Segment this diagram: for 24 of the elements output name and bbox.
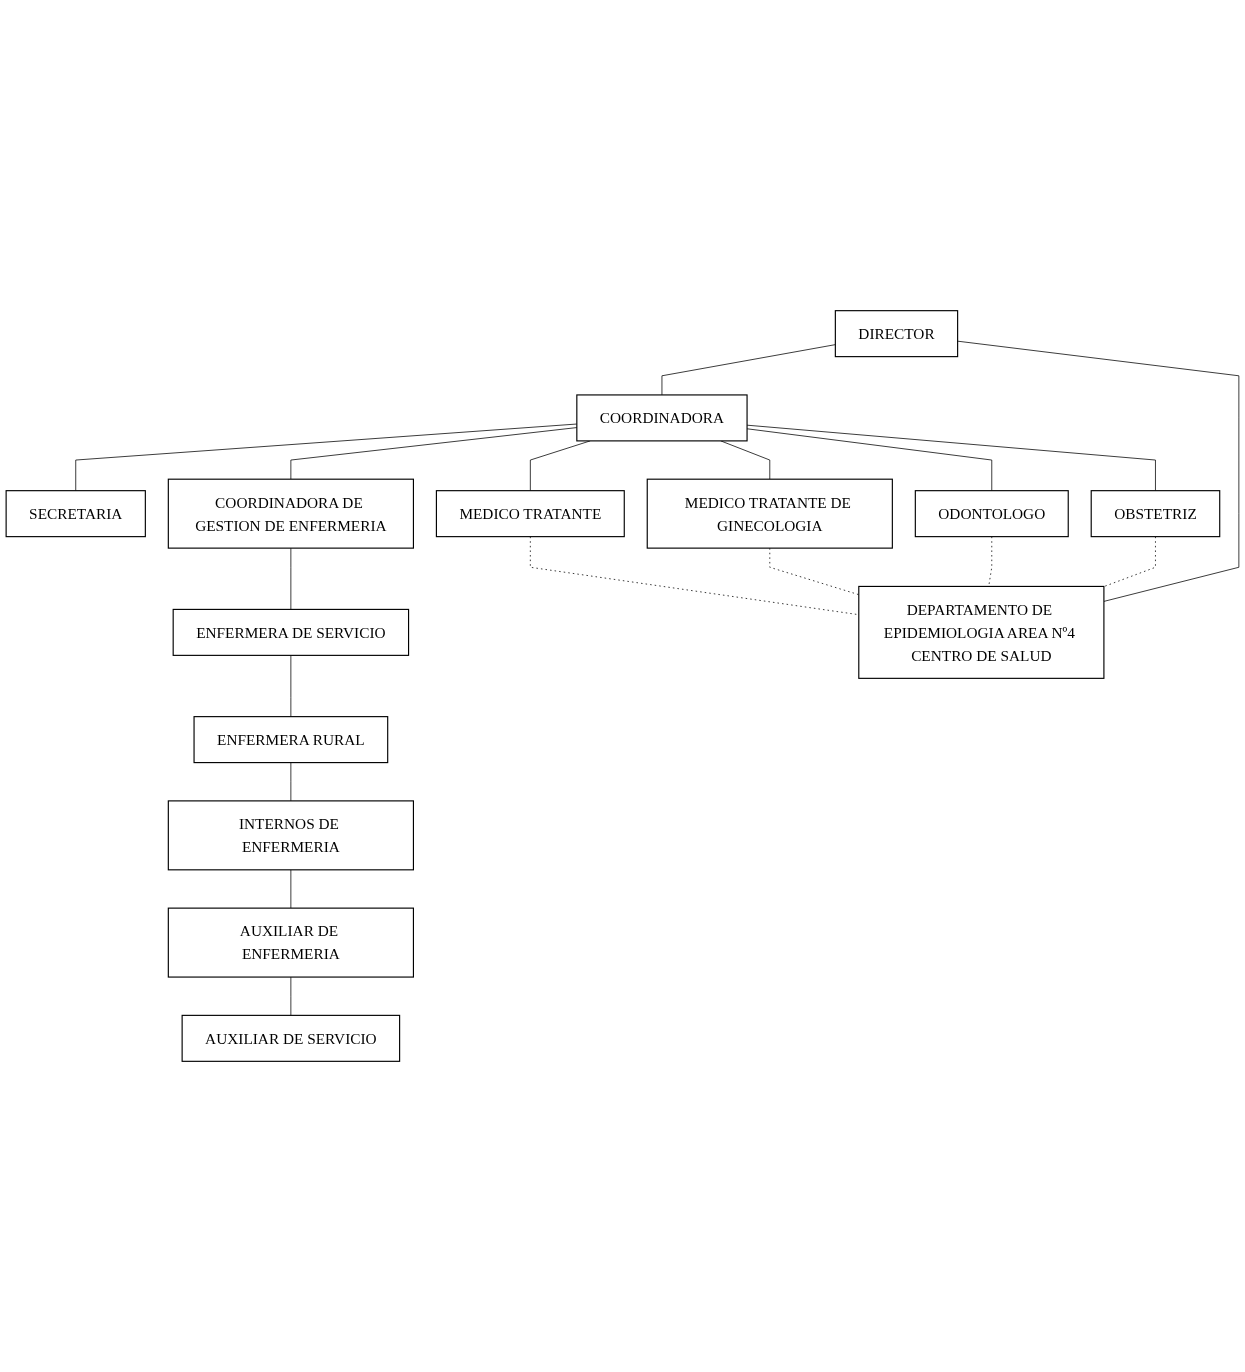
connector [957, 340, 1240, 602]
connector [290, 547, 292, 610]
connector [1103, 536, 1156, 587]
node-box: DIRECTOR [834, 310, 959, 358]
connector [720, 440, 771, 480]
node-box: AUXILIAR DE SERVICIO [181, 1014, 401, 1062]
connector [661, 344, 836, 396]
node-box: ODONTOLOGO [914, 490, 1069, 538]
node-box: OBSTETRIZ [1090, 490, 1221, 538]
node-box: COORDINADORA DE GESTION DE ENFERMERIA [167, 478, 414, 549]
node-box: COORDINADORA [576, 394, 748, 442]
node-box: ENFERMERA RURAL [193, 716, 389, 764]
node-box: SECRETARIA [5, 490, 146, 538]
node-box: AUXILIAR DE ENFERMERIA [167, 907, 414, 978]
connector [290, 869, 292, 909]
node-box: INTERNOS DE ENFERMERIA [167, 800, 414, 871]
connector [290, 654, 292, 718]
connector [988, 536, 993, 587]
node-box: MEDICO TRATANTE [435, 490, 625, 538]
connector [290, 762, 292, 802]
node-box: ENFERMERA DE SERVICIO [172, 608, 410, 656]
node-box: DEPARTAMENTO DE EPIDEMIOLOGIA AREA Nº4 CENTRO DE SALUD [858, 585, 1105, 679]
connector [290, 976, 292, 1016]
node-box: MEDICO TRATANTE DE GINECOLOGIA [646, 478, 893, 549]
